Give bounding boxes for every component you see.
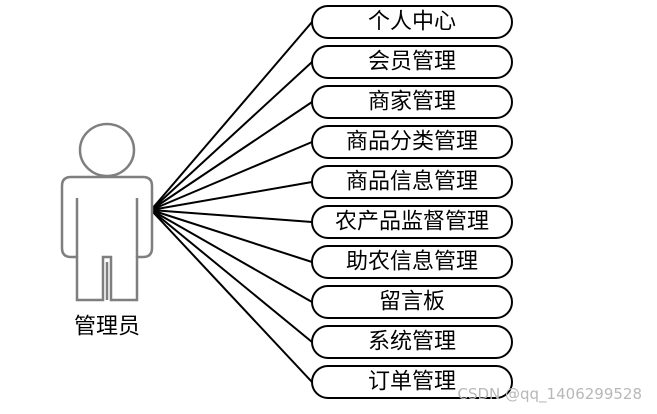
use-case-label: 助农信息管理 [346, 250, 478, 275]
watermark-text: CSDN @qq_1406299528 [457, 385, 642, 404]
connector-lines [150, 21, 313, 383]
connector-line [150, 209, 313, 343]
use-case-item: 个人中心 [311, 5, 513, 39]
connector-line [150, 209, 313, 263]
connector-line [150, 209, 313, 383]
use-case-box [311, 365, 513, 399]
actor-head [78, 122, 136, 178]
use-case-item: 系统管理 [311, 325, 513, 359]
use-case-item: 留言板 [311, 285, 513, 319]
use-case-item: 助农信息管理 [311, 245, 513, 279]
connector-line [150, 21, 313, 211]
use-case-item: 会员管理 [311, 45, 513, 79]
use-case-box [311, 85, 513, 119]
use-case-label: 商品信息管理 [346, 170, 478, 195]
connector-line [150, 61, 313, 211]
use-case-label: 留言板 [379, 290, 445, 315]
use-case-item: 商品分类管理 [311, 125, 513, 159]
use-case-box [311, 125, 513, 159]
use-case-label: 个人中心 [368, 10, 456, 35]
use-case-box [311, 205, 513, 239]
use-case-item: 农产品监督管理 [311, 205, 513, 239]
use-case-box [311, 165, 513, 199]
use-case-label: 会员管理 [368, 50, 456, 75]
use-case-box [311, 5, 513, 39]
use-case-box [311, 245, 513, 279]
use-case-label: 商品分类管理 [346, 130, 478, 155]
use-case-list: 个人中心会员管理商家管理商品分类管理商品信息管理农产品监督管理助农信息管理留言板… [311, 5, 513, 399]
actor-figure: 管理员 [60, 122, 154, 340]
connector-line [150, 141, 313, 211]
use-case-label: 商家管理 [368, 90, 456, 115]
actor-body [60, 175, 154, 302]
use-case-box [311, 285, 513, 319]
use-case-box [311, 325, 513, 359]
use-case-item: 商品信息管理 [311, 165, 513, 199]
use-case-item: 订单管理 [311, 365, 513, 399]
use-case-box [311, 45, 513, 79]
connector-line [150, 209, 313, 303]
connector-line [150, 209, 313, 223]
actor-label: 管理员 [74, 315, 140, 340]
connector-line [150, 101, 313, 211]
use-case-item: 商家管理 [311, 85, 513, 119]
connector-line [150, 181, 313, 211]
person-icon [60, 122, 154, 302]
use-case-label: 农产品监督管理 [335, 210, 489, 235]
use-case-label: 订单管理 [368, 370, 456, 395]
use-case-label: 系统管理 [368, 330, 456, 355]
